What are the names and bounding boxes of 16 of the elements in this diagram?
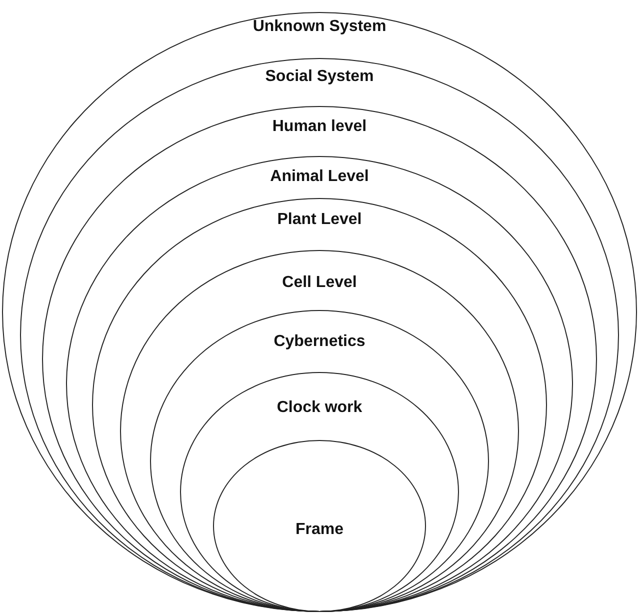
- level-label: Unknown System: [252, 18, 386, 36]
- level-circle: [42, 106, 597, 612]
- level-label: Animal Level: [270, 168, 369, 186]
- level-circle: [180, 372, 459, 612]
- level-label: Human level: [272, 118, 367, 136]
- level-circle: [150, 310, 489, 612]
- level-label: Cybernetics: [274, 333, 366, 351]
- level-circle: [66, 156, 573, 612]
- level-label: Cell Level: [282, 274, 357, 292]
- level-circle: [120, 250, 519, 612]
- level-circle: [92, 198, 547, 612]
- level-label: Clock work: [276, 399, 362, 417]
- level-circle: [213, 440, 426, 612]
- level-label: Social System: [265, 68, 374, 86]
- level-label: Frame: [295, 521, 344, 539]
- level-label: Plant Level: [277, 211, 362, 229]
